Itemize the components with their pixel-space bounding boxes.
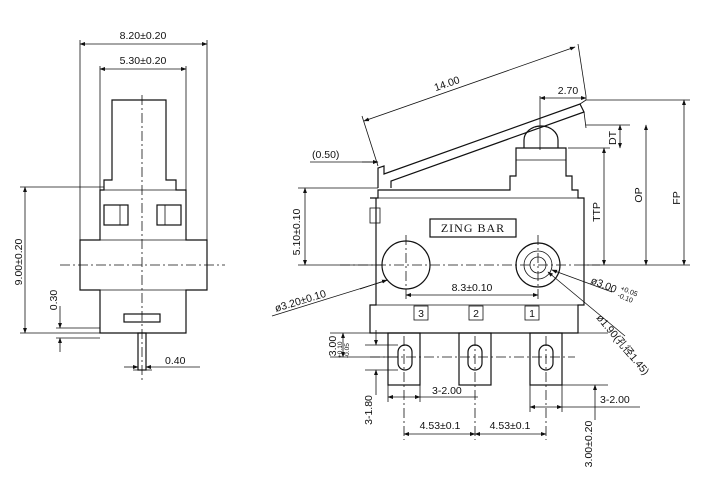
terminal-label-2: 2 — [473, 308, 479, 320]
dim-width-inner: 5.30±0.20 — [120, 55, 167, 67]
dim-lever-gap: (0.50) — [312, 149, 339, 161]
dim-term-offset: 3.00 — [327, 336, 339, 357]
brand-label: ZING BAR — [441, 221, 505, 235]
dim-hole-diameter-right: ø3.00 — [589, 275, 619, 296]
dim-pitch-left: 4.53±0.1 — [420, 420, 461, 432]
front-body-outline — [369, 147, 585, 334]
plunger-button — [523, 125, 559, 148]
side-slot-left — [103, 204, 129, 226]
dim-term-offset-tol-lower: -0.05 — [344, 343, 351, 358]
dim-term-length: 3.00±0.20 — [583, 421, 595, 468]
terminal-label-1: 1 — [529, 308, 535, 320]
brand-label-box — [429, 218, 517, 238]
dim-travel-ttp: TTP — [591, 202, 603, 222]
dim-hole-spacing: 8.3±0.10 — [452, 282, 493, 294]
dim-lever-length: 14.00 — [433, 74, 462, 94]
dim-terminal-hole: ø1.90(孔径1.45) — [594, 312, 652, 378]
side-body-outline — [79, 99, 208, 334]
dim-travel-dt: DT — [607, 130, 619, 145]
lever-arm — [377, 103, 585, 188]
dim-pin-thickness: 0.40 — [165, 355, 186, 367]
dim-travel-fp: FP — [671, 191, 683, 204]
dim-term-offset-tol-upper: +0.10 — [337, 341, 344, 358]
dim-width-overall: 8.20±0.20 — [120, 30, 167, 42]
dim-term-width-left: 3-2.00 — [432, 385, 462, 397]
side-view: 8.20±0.20 5.30±0.20 9.00±0.20 0.30 0.40 — [13, 30, 225, 380]
dim-height: 9.00±0.20 — [13, 239, 25, 286]
dim-travel-op: OP — [633, 187, 645, 202]
front-view: ZING BAR 8.3±0.10 3 2 1 14.00 — [271, 43, 690, 468]
terminal-3-hole — [397, 344, 413, 371]
dim-offset: 0.30 — [48, 290, 60, 311]
dim-lever-offset: 2.70 — [558, 85, 579, 97]
dim-hole-diameter-left: ø3.20±0.10 — [273, 288, 327, 315]
dim-term-height: 3-1.80 — [363, 395, 375, 425]
dim-pitch-right: 4.53±0.1 — [490, 420, 531, 432]
terminal-label-3: 3 — [418, 308, 424, 320]
side-slot-right — [156, 204, 182, 226]
dim-term-width-right: 3-2.00 — [600, 394, 630, 406]
dim-hole-height: 5.10±0.10 — [291, 209, 303, 256]
